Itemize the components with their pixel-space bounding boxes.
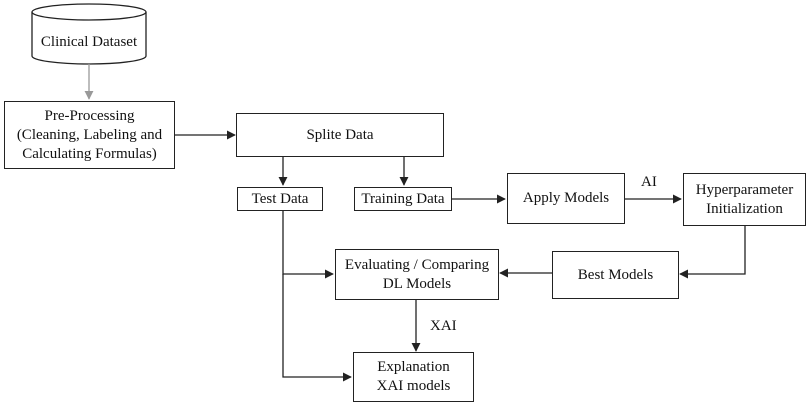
pre-processing-node: Pre-Processing (Cleaning, Labeling and C… (4, 101, 175, 169)
training-data-node: Training Data (354, 187, 452, 211)
test-data-node: Test Data (237, 187, 323, 211)
pre-processing-label: Pre-Processing (Cleaning, Labeling and C… (16, 107, 163, 162)
edge-test-explanation (282, 274, 352, 382)
database-cylinder-shape (31, 3, 147, 65)
hyperparameter-label: Hyperparameter Initialization (695, 181, 794, 217)
clinical-dataset-label: Clinical Dataset (40, 33, 138, 50)
training-data-label: Training Data (361, 190, 445, 207)
split-data-label: Splite Data (306, 126, 374, 143)
xai-edge-label: XAI (430, 318, 457, 334)
split-data-node: Splite Data (236, 113, 444, 157)
evaluating-label: Evaluating / Comparing DL Models (344, 256, 490, 292)
hyperparameter-node: Hyperparameter Initialization (683, 173, 806, 226)
apply-models-node: Apply Models (507, 173, 625, 224)
best-models-node: Best Models (552, 251, 679, 299)
clinical-dataset-node: Clinical Dataset (32, 22, 146, 62)
edge-hyperparameter-best (679, 226, 746, 279)
best-models-label: Best Models (577, 266, 654, 283)
evaluating-node: Evaluating / Comparing DL Models (335, 249, 499, 300)
apply-models-label: Apply Models (522, 190, 610, 206)
edge-test-evaluating (282, 211, 334, 279)
explanation-node: Explanation XAI models (353, 352, 474, 402)
test-data-label: Test Data (251, 190, 309, 207)
ai-edge-label: AI (641, 174, 657, 190)
explanation-label: Explanation XAI models (376, 359, 451, 394)
